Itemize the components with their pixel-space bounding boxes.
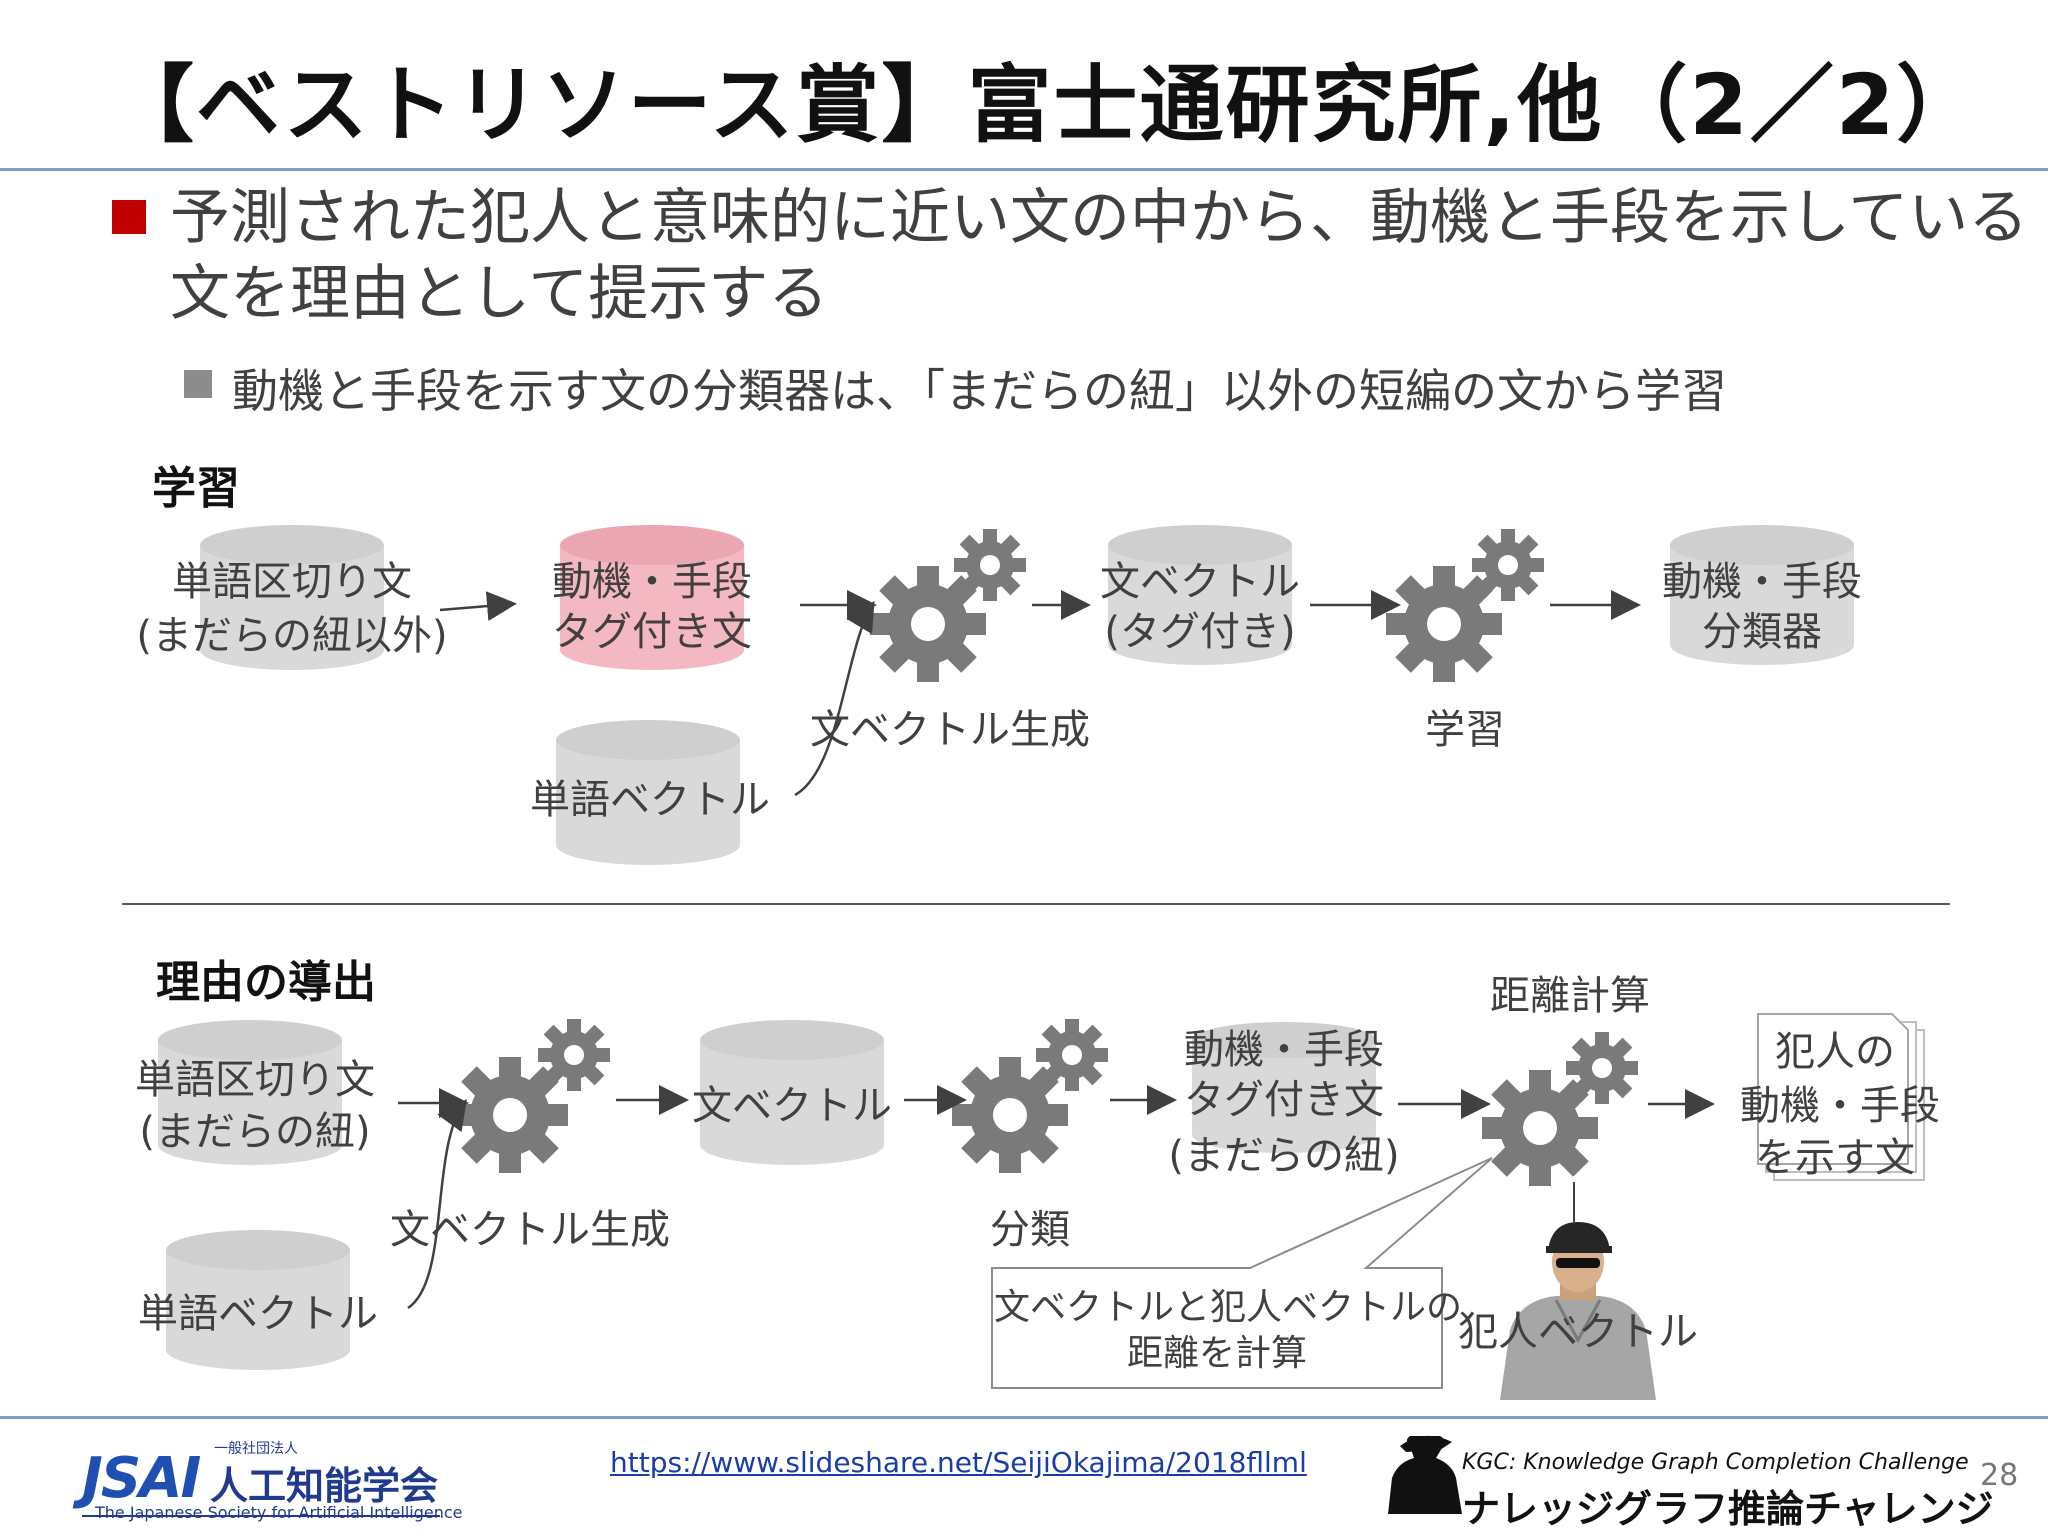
db-word-segmented-derive <box>158 1020 342 1165</box>
doc-line1: 犯人の <box>1775 1029 1895 1075</box>
db-sentence-vector-label: 文ベクトル <box>692 1083 892 1129</box>
db-tagged-sentences <box>560 525 744 670</box>
output-tagged-line2: タグ付き文 <box>1184 1077 1384 1123</box>
db-word-vector-learn <box>556 720 740 865</box>
doc-line2: 動機・手段 <box>1740 1083 1940 1129</box>
arrow <box>794 600 875 797</box>
db-tagged-line1: 動機・手段 <box>552 559 752 605</box>
db-classifier-line1: 動機・手段 <box>1662 559 1862 605</box>
db-word-vector-derive-label: 単語ベクトル <box>138 1291 378 1337</box>
culprit-vector-label: 犯人ベクトル <box>1458 1309 1698 1355</box>
source-link[interactable]: https://www.slideshare.net/SeijiOkajima/… <box>610 1446 1307 1479</box>
db-tagged-line2: タグ付き文 <box>552 609 752 655</box>
sub-bullet-marker <box>184 370 212 398</box>
main-bullet-line-2: 文を理由として提示する <box>170 259 829 329</box>
jsai-logo-mark: JSAI <box>82 1446 201 1511</box>
slide-title: 【ベストリソース賞】富士通研究所,他（2／2） <box>110 56 1983 154</box>
gear-label-distance: 距離計算 <box>1490 973 1650 1019</box>
gear-icon <box>1566 1032 1638 1104</box>
jsai-english-name: The Japanese Society for Artificial Inte… <box>95 1503 463 1522</box>
section-label-learning: 学習 <box>152 463 240 514</box>
db-sentence-vector-tagged <box>1108 525 1292 665</box>
db-sentence-vector-tagged-line1: 文ベクトル <box>1100 559 1300 605</box>
gear-label-classify: 分類 <box>990 1207 1070 1253</box>
gear-icon <box>1472 529 1544 601</box>
arrow <box>439 591 517 622</box>
db-word-vector-learn-label: 単語ベクトル <box>530 777 770 823</box>
db-word-segmented-learn-line2: (まだらの紐以外) <box>136 613 448 659</box>
output-tagged-line3: (まだらの紐) <box>1168 1133 1400 1179</box>
db-classifier <box>1670 525 1854 665</box>
main-bullet-line-1: 予測された犯人と意味的に近い文の中から、動機と手段を示している <box>170 183 2029 253</box>
db-word-segmented-derive-line1: 単語区切り文 <box>135 1057 375 1103</box>
jsai-name: 人工知能学会 <box>210 1464 439 1508</box>
footer-rule <box>0 1416 2048 1419</box>
db-tagged-output <box>1192 1022 1376 1153</box>
kgc-english-name: KGC: Knowledge Graph Completion Challeng… <box>1462 1450 1969 1475</box>
db-sentence-vector <box>700 1020 884 1165</box>
db-classifier-line2: 分類器 <box>1702 609 1822 655</box>
db-word-segmented-learn <box>200 525 384 670</box>
kgc-japanese-name: ナレッジグラフ推論チャレンジ <box>1462 1487 1994 1531</box>
page-number: 28 <box>1980 1458 2019 1493</box>
gear-label-vectorize-derive: 文ベクトル生成 <box>390 1207 670 1253</box>
doc-line3: を示す文 <box>1755 1135 1915 1181</box>
db-sentence-vector-tagged-line2: (タグ付き) <box>1104 609 1296 655</box>
kgc-detective-logo <box>1388 1435 1462 1514</box>
callout-box <box>991 1157 1493 1389</box>
output-tagged-line1: 動機・手段 <box>1184 1027 1384 1073</box>
callout-line2: 距離を計算 <box>1126 1333 1307 1374</box>
db-word-segmented-learn-line1: 単語区切り文 <box>172 559 412 605</box>
db-word-segmented-derive-line2: (まだらの紐) <box>139 1109 371 1155</box>
gear-label-vectorize-learn: 文ベクトル生成 <box>810 707 1090 753</box>
db-word-vector-derive <box>166 1230 350 1370</box>
jsai-small-label: 一般社団法人 <box>214 1441 298 1457</box>
gear-icon <box>954 529 1026 601</box>
callout-line1: 文ベクトルと犯人ベクトルの <box>994 1287 1463 1328</box>
arrow <box>407 1098 467 1310</box>
gear-icon <box>538 1019 610 1091</box>
culprit-figure <box>1500 1222 1656 1400</box>
gear-icon <box>1036 1019 1108 1091</box>
bullet-marker <box>112 200 146 234</box>
gear-label-train: 学習 <box>1425 707 1505 753</box>
document-stack <box>1757 1013 1925 1181</box>
section-label-derivation: 理由の導出 <box>156 957 376 1008</box>
sub-bullet: 動機と手段を示す文の分類器は、「まだらの紐」以外の短編の文から学習 <box>232 364 1727 418</box>
title-rule <box>0 168 2048 171</box>
